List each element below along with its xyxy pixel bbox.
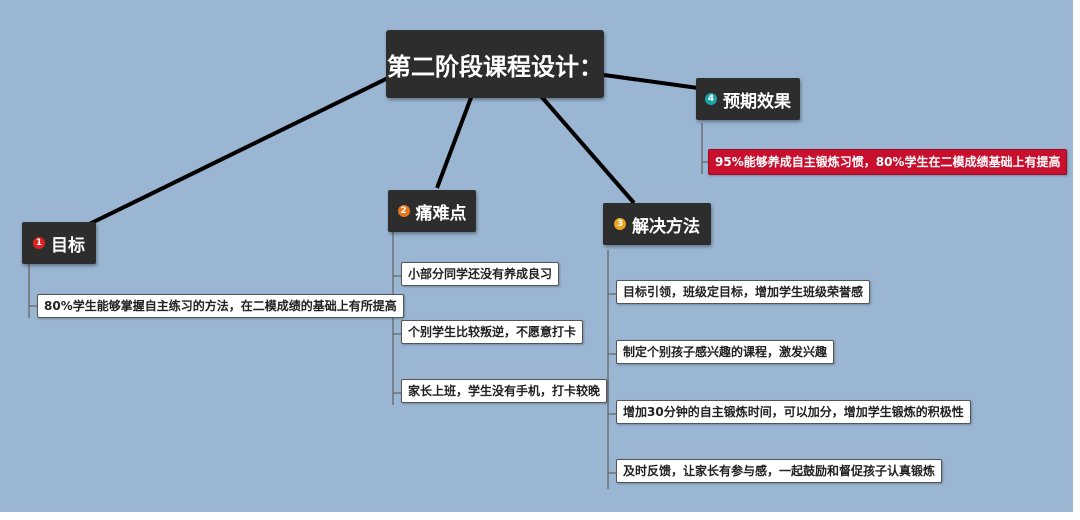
number-badge-3-icon: 3 <box>614 218 626 230</box>
pain-point-item[interactable]: 家长上班，学生没有手机，打卡较晚 <box>401 379 608 403</box>
solution-item[interactable]: 及时反馈，让家长有参与感，一起鼓励和督促孩子认真锻炼 <box>616 459 943 483</box>
connector-solution-leaves <box>607 250 616 489</box>
solution-item[interactable]: 增加30分钟的自主锻炼时间，可以加分，增加学生锻炼的积极性 <box>616 400 971 424</box>
connector-central-solution <box>538 93 636 205</box>
central-topic-label: 第二阶段课程设计： <box>387 52 603 81</box>
pain-point-item[interactable]: 小部分同学还没有养成良习 <box>401 262 560 286</box>
connector-goal-leaves <box>28 263 37 318</box>
central-topic[interactable]: 第二阶段课程设计： <box>386 30 604 98</box>
branch-pain-points-label: 痛难点 <box>415 203 467 224</box>
branch-solutions-label: 解决方法 <box>632 216 700 237</box>
branch-goal[interactable]: 1 目标 <box>22 222 96 264</box>
connector-central-goal <box>72 74 393 234</box>
connector-effect-leaves <box>701 123 708 174</box>
branch-solutions[interactable]: 3 解决方法 <box>603 203 711 245</box>
expected-effect-item[interactable]: 95%能够养成自主锻炼习惯，80%学生在二模成绩基础上有提高 <box>708 149 1068 175</box>
connector-pain-leaves <box>392 232 401 405</box>
solution-item[interactable]: 目标引领，班级定目标，增加学生班级荣誉感 <box>616 280 871 304</box>
connector-central-pain <box>435 94 474 189</box>
number-badge-2-icon: 2 <box>397 205 410 217</box>
branch-pain-points[interactable]: 2 痛难点 <box>388 190 476 232</box>
pain-point-item[interactable]: 个别学生比较叛逆，不愿意打卡 <box>401 320 584 344</box>
branch-goal-label: 目标 <box>51 235 85 256</box>
branch-expected-effect-label: 预期效果 <box>723 91 791 112</box>
goal-item[interactable]: 80%学生能够掌握自主练习的方法，在二模成绩的基础上有所提高 <box>37 294 404 318</box>
connector-central-effect <box>603 73 699 90</box>
branch-expected-effect[interactable]: 4 预期效果 <box>696 78 800 120</box>
number-badge-1-icon: 1 <box>33 237 45 249</box>
solution-item[interactable]: 制定个别孩子感兴趣的课程，激发兴趣 <box>616 340 835 364</box>
number-badge-4-icon: 4 <box>705 93 717 105</box>
